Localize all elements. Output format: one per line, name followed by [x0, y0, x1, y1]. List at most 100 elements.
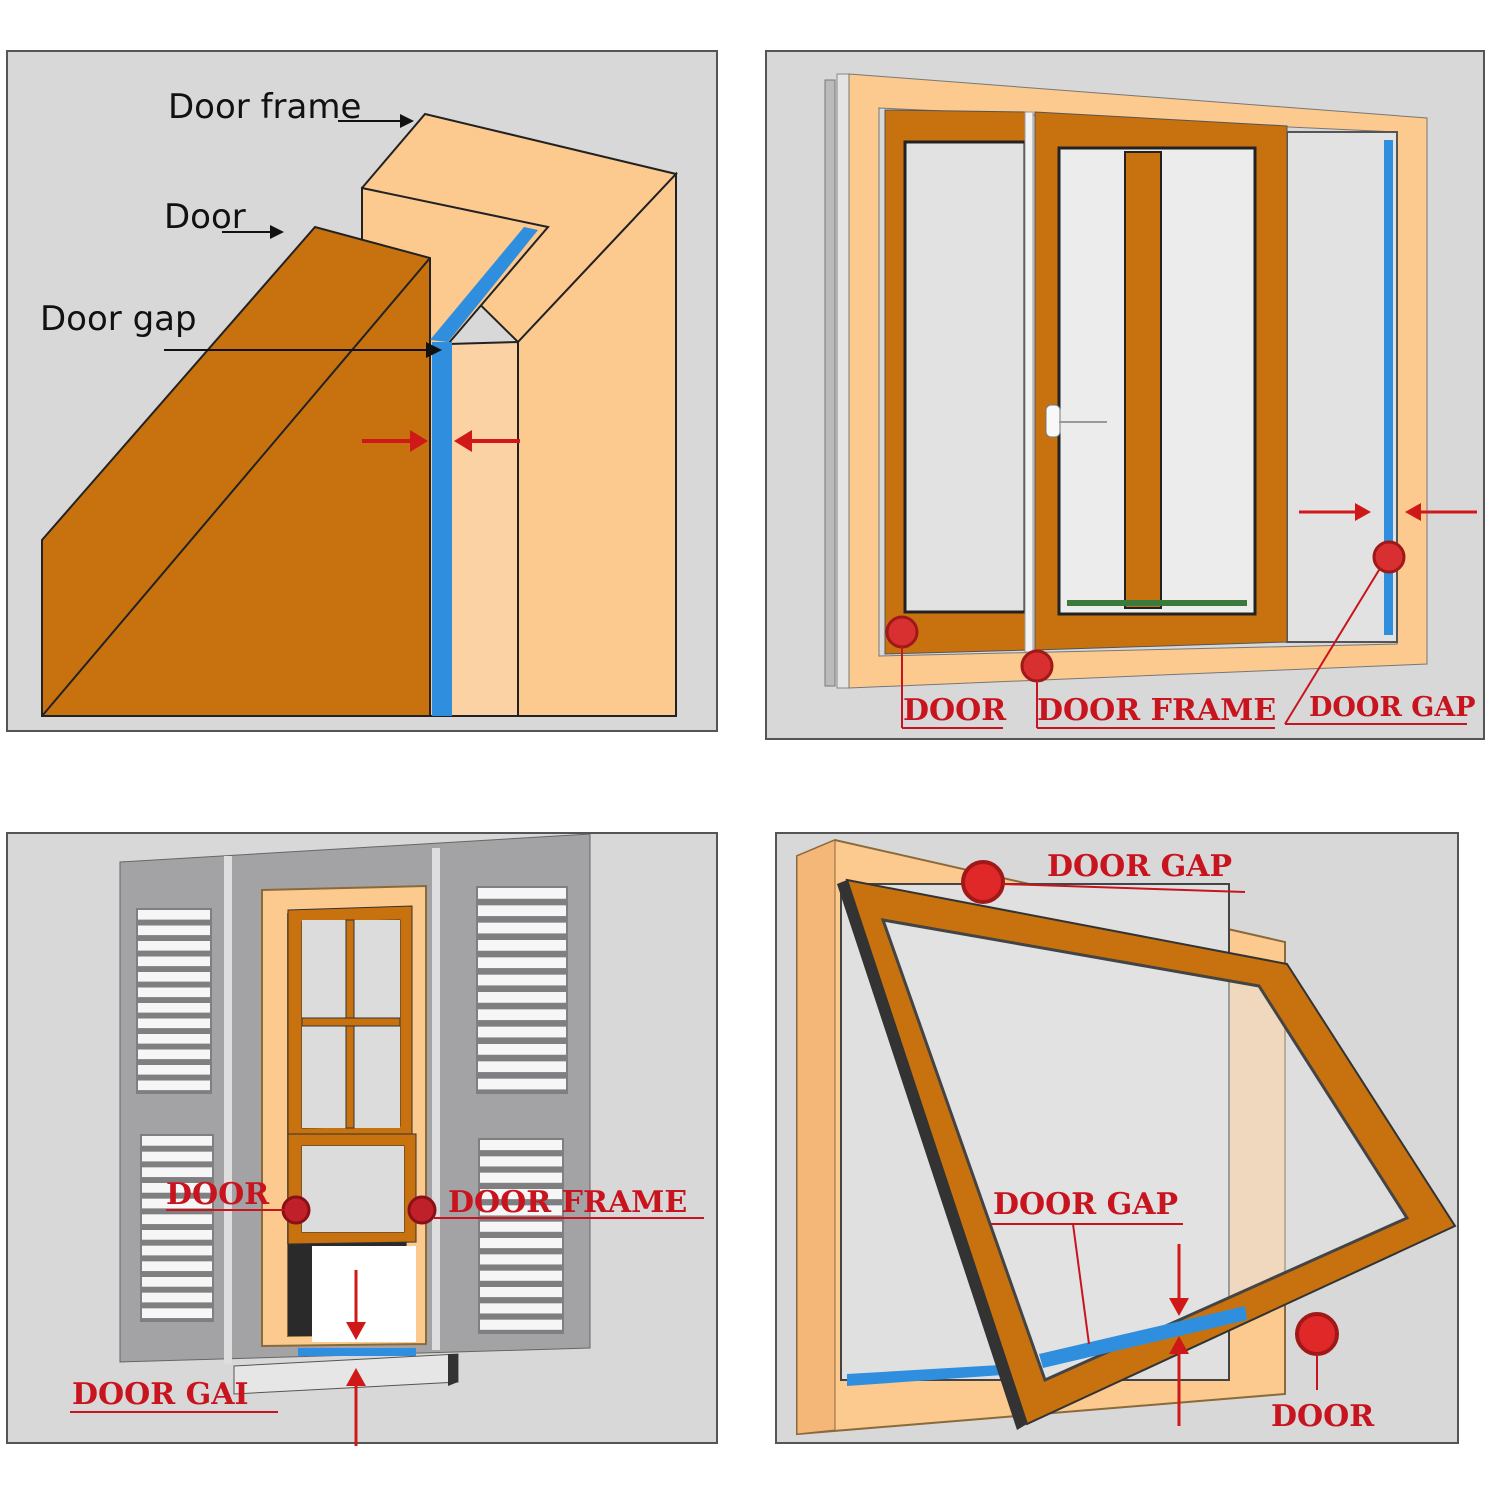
louver-slat [142, 1261, 212, 1272]
louver-panel [140, 1134, 214, 1322]
gap-arrow-up-head [346, 1368, 366, 1386]
louver-slat [138, 1003, 210, 1013]
louver-slat [138, 972, 210, 982]
gap-seal-left [847, 1364, 1017, 1386]
panel-sliding-door: DOOR DOOR FRAME DOOR GAP [765, 50, 1485, 740]
sash-glass [880, 918, 1410, 1383]
louver-slat [480, 1270, 562, 1281]
sliding-mullion [1124, 151, 1162, 609]
shutter-window-diagram: DOOR DOOR FRAME DOOR GAI [70, 834, 704, 1446]
gap-arrow-up-head [1169, 1336, 1189, 1354]
gap-seal [432, 342, 452, 716]
label-door-gap: DOOR GAI [72, 1377, 249, 1412]
panel-shutter-window: DOOR DOOR FRAME DOOR GAI [6, 832, 718, 1446]
upper-mullion-h [301, 1017, 401, 1027]
gap-seal [298, 1348, 416, 1356]
louver-slat [138, 910, 210, 920]
louver-slat [142, 1245, 212, 1256]
louver-slat [138, 941, 210, 951]
louver-slat [480, 1254, 562, 1265]
lower-glass [302, 1146, 404, 1232]
door-marker [1295, 1312, 1339, 1356]
louver-slat [478, 957, 566, 969]
louver-slat [138, 925, 210, 936]
louver-slat [478, 992, 566, 1003]
louver-slat [478, 905, 566, 917]
door-edge-line [41, 257, 431, 717]
louver-slat [480, 1156, 562, 1167]
louver-slat [142, 1277, 212, 1287]
door-section-diagram: Door frame Door Door gap [40, 87, 678, 717]
louver-slat [478, 888, 566, 899]
frame-jamb-face [447, 340, 519, 717]
louver-panel [478, 1138, 564, 1334]
sill-end [448, 1354, 458, 1386]
door-arrowhead [270, 225, 284, 239]
gap-arrowhead [426, 342, 442, 358]
window-sill [233, 1353, 459, 1395]
gap-arrow-down-head [346, 1322, 366, 1340]
louver-slat [142, 1230, 212, 1240]
louver-slat [478, 1026, 566, 1038]
louver-slat [142, 1167, 212, 1178]
louver-slat [138, 1018, 210, 1029]
louver-slat [480, 1172, 562, 1183]
louver-slat [142, 1214, 212, 1225]
gap-marker-top [961, 860, 1005, 904]
louver-slat [142, 1151, 212, 1162]
louver-slat [478, 1009, 566, 1021]
label-door-gap: DOOR GAP [1309, 692, 1476, 723]
gap-top-leader [1002, 883, 1246, 893]
louver-panel [476, 886, 568, 1094]
gap-seal-top [430, 227, 538, 342]
frame-edge-strip [824, 79, 836, 687]
awning-window-diagram: DOOR GAP DOOR GAP DOOR [796, 838, 1457, 1436]
door-marker [885, 615, 919, 649]
louver-slat [142, 1308, 212, 1319]
sash-edge [837, 880, 1027, 1430]
louver-slat [478, 922, 566, 934]
left-glass [903, 140, 1027, 614]
frame-marker [1020, 649, 1054, 683]
louver-slat [138, 987, 210, 998]
label-door: DOOR [166, 1177, 270, 1212]
label-door: Door [164, 197, 246, 237]
louver-slat [480, 1319, 562, 1330]
louver-slat [142, 1183, 212, 1193]
louver-slat [480, 1303, 562, 1314]
gap-marker [1372, 540, 1406, 574]
louver-panel [136, 908, 212, 1094]
louver-slat [478, 940, 566, 951]
louver-slat [480, 1140, 562, 1151]
louver-slat [138, 1080, 210, 1091]
sliding-door-diagram: DOOR DOOR FRAME DOOR GAP [824, 73, 1477, 729]
louver-slat [480, 1205, 562, 1216]
gap-leader [1284, 569, 1380, 725]
louver-slat [138, 1065, 210, 1075]
louver-slat [480, 1238, 562, 1249]
gap-seal [1039, 1306, 1247, 1368]
label-door-gap: Door gap [40, 299, 197, 339]
label-door-gap-top: DOOR GAP [1047, 849, 1232, 884]
louver-slat [478, 1078, 566, 1090]
louver-slat [138, 1049, 210, 1060]
panel-awning-window: DOOR GAP DOOR GAP DOOR [775, 832, 1459, 1444]
louver-slat [142, 1292, 212, 1303]
frame-edge-strip-light [836, 73, 850, 689]
louver-slat [138, 1034, 210, 1044]
louver-slat [480, 1189, 562, 1200]
shutter-louvers [136, 886, 568, 1334]
glass-bottom-trim [1067, 600, 1247, 606]
gap-arrow-right-head [454, 430, 472, 452]
gap-mid-leader [1072, 1223, 1090, 1345]
frame-side-face [796, 839, 836, 1435]
louver-slat [478, 974, 566, 986]
door-marker [281, 1195, 311, 1225]
shutter-divider-left [224, 856, 232, 1364]
gap-seal [1384, 140, 1393, 635]
louver-slat [142, 1198, 212, 1209]
label-door-frame: DOOR FRAME [448, 1185, 687, 1220]
gap-arrow-left-head [410, 430, 428, 452]
label-door-frame: Door frame [168, 87, 361, 127]
door-handle [1045, 404, 1061, 438]
